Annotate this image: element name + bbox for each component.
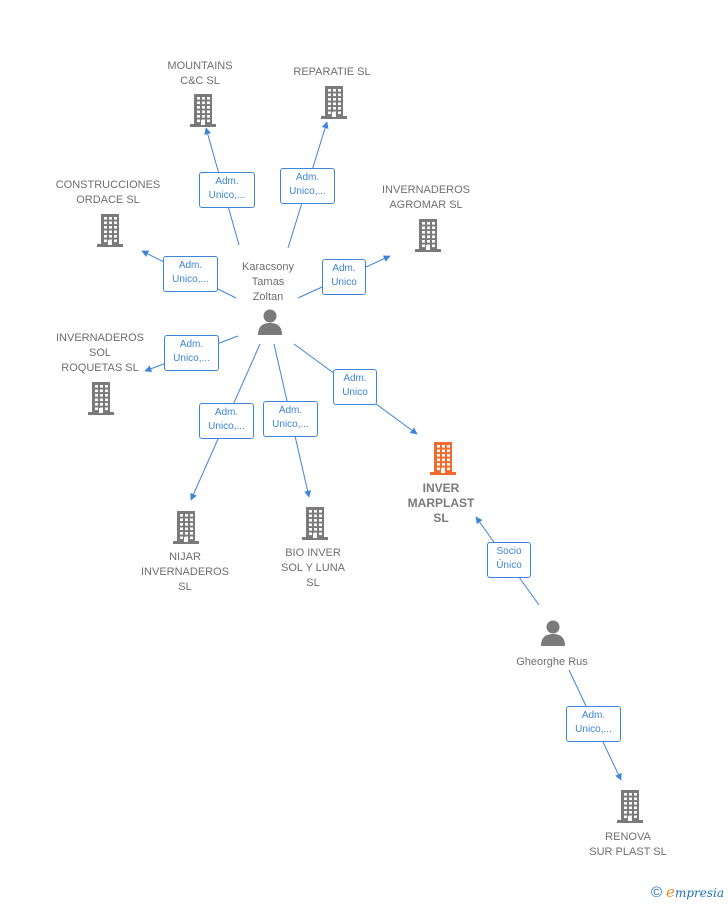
company-label-construcciones[interactable]: CONSTRUCCIONES ORDACE SL — [55, 179, 161, 206]
brand-name: empresia — [666, 883, 724, 901]
role-badge[interactable]: Adm. Unico,... — [280, 168, 335, 204]
person-label-karacsony[interactable]: Karacsony Tamas Zoltan — [242, 261, 294, 303]
role-badge[interactable]: Adm. Unico,... — [263, 401, 318, 437]
building-icon[interactable] — [96, 213, 124, 252]
role-badge[interactable]: Adm. Unico,... — [199, 403, 254, 439]
company-label-roquetas[interactable]: INVERNADEROS SOL ROQUETAS SL — [55, 332, 145, 374]
building-icon[interactable] — [87, 381, 115, 420]
role-badge[interactable]: Adm. Unico — [333, 369, 377, 405]
copyright-symbol: © — [650, 883, 663, 901]
person-icon[interactable] — [256, 308, 284, 341]
building-icon[interactable] — [172, 510, 200, 549]
company-label-nijar[interactable]: NIJAR INVERNADEROS SL — [140, 551, 230, 593]
company-label-mountains[interactable]: MOUNTAINS C&C SL — [167, 60, 233, 87]
company-label-agromar[interactable]: INVERNADEROS AGROMAR SL — [381, 184, 471, 211]
role-badge[interactable]: Adm. Unico — [322, 259, 366, 295]
building-icon[interactable] — [429, 441, 457, 480]
company-label-renova[interactable]: RENOVA SUR PLAST SL — [589, 831, 667, 858]
company-label-reparatie[interactable]: REPARATIE SL — [293, 66, 371, 78]
building-icon[interactable] — [320, 85, 348, 124]
building-icon[interactable] — [414, 218, 442, 257]
role-badge[interactable]: Adm. Unico,... — [163, 256, 218, 292]
person-icon[interactable] — [539, 619, 567, 652]
role-badge[interactable]: Adm. Unico,... — [164, 335, 219, 371]
company-label-bioinver[interactable]: BIO INVER SOL Y LUNA SL — [281, 547, 345, 589]
building-icon[interactable] — [616, 789, 644, 828]
role-badge[interactable]: Socio Único — [487, 542, 531, 578]
company-label-marplast[interactable]: INVER MARPLAST SL — [407, 481, 475, 525]
role-badge[interactable]: Adm. Unico,... — [566, 706, 621, 742]
person-label-gheorghe[interactable]: Gheorghe Rus — [516, 656, 588, 668]
footer-brand[interactable]: © empresia — [651, 883, 724, 901]
building-icon[interactable] — [189, 93, 217, 132]
building-icon[interactable] — [301, 506, 329, 545]
role-badge[interactable]: Adm. Unico,... — [199, 172, 255, 208]
